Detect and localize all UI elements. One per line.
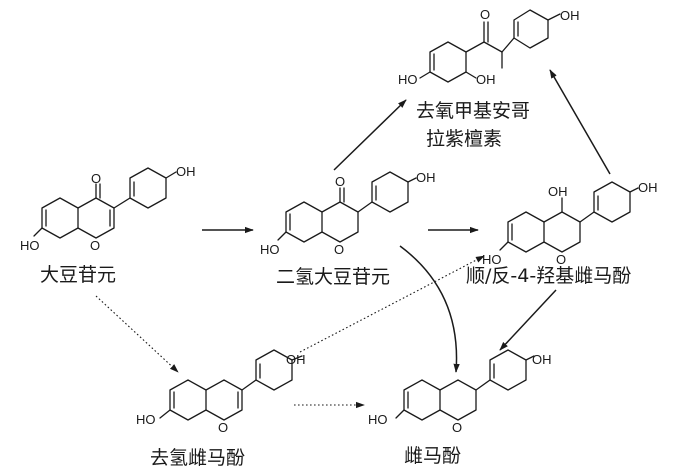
dihydrodaidzein-4prime-oh: OH — [416, 170, 436, 185]
arrow-tetrahydrodaidzein-to-odma — [549, 69, 611, 175]
dihydrodaidzein-7-ho: HO — [260, 242, 280, 257]
label-dihydrodaidzein: 二氢大豆苷元 — [276, 266, 390, 288]
label-dehydroequol: 去氢雌马酚 — [150, 447, 245, 469]
odma-carbonyl-o: O — [480, 7, 490, 22]
dehydroequol-ring-o: O — [218, 420, 228, 435]
arrow-dihydrodaidzein-to-equol — [399, 245, 460, 373]
equol-ring-o: O — [452, 420, 462, 435]
daidzein-carbonyl-o: O — [91, 171, 101, 186]
equol-structure — [395, 349, 535, 421]
odma-structure — [419, 9, 561, 83]
arrow-dihydrodaidzein-to-odma — [333, 99, 407, 171]
label-equol: 雌马酚 — [404, 445, 461, 467]
daidzein-ring-o: O — [90, 238, 100, 253]
odma-4prime-oh: OH — [560, 8, 580, 23]
daidzein-structure — [33, 167, 177, 239]
dotted-arrow-daidzein-to-dehydroequol — [95, 295, 179, 373]
tetrahydrodaidzein-4-oh: OH — [548, 184, 568, 199]
odma-4-ho: HO — [398, 72, 418, 87]
label-daidzein: 大豆苷元 — [40, 264, 116, 286]
label-odma-line1: 去氧甲基安哥 — [416, 100, 530, 122]
daidzein-4prime-oh: OH — [176, 164, 196, 179]
dihydrodaidzein-ring-o: O — [334, 242, 344, 257]
dehydroequol-structure — [159, 349, 303, 421]
tetrahydrodaidzein-4prime-oh: OH — [638, 180, 658, 195]
equol-7-ho: HO — [368, 412, 388, 427]
daidzein-7-ho: HO — [20, 238, 40, 253]
tetrahydrodaidzein-ring-o: O — [556, 252, 566, 267]
dehydroequol-7-ho: HO — [136, 412, 156, 427]
odma-2-oh: OH — [476, 72, 496, 87]
dihydrodaidzein-carbonyl-o: O — [335, 174, 345, 189]
label-tetrahydrodaidzein: 顺/反-4-羟基雌马酚 — [466, 265, 631, 287]
dihydrodaidzein-structure — [277, 171, 417, 243]
equol-4prime-oh: OH — [532, 352, 552, 367]
arrow-tetrahydrodaidzein-to-equol — [499, 289, 557, 351]
tetrahydrodaidzein-structure — [499, 181, 639, 253]
dotted-arrow-dehydroequol-to-tetrahydrodaidzein — [299, 255, 485, 353]
tetrahydrodaidzein-7-ho: HO — [482, 252, 502, 267]
dehydroequol-4prime-oh: OH — [286, 352, 306, 367]
label-odma-line2: 拉紫檀素 — [426, 128, 502, 150]
